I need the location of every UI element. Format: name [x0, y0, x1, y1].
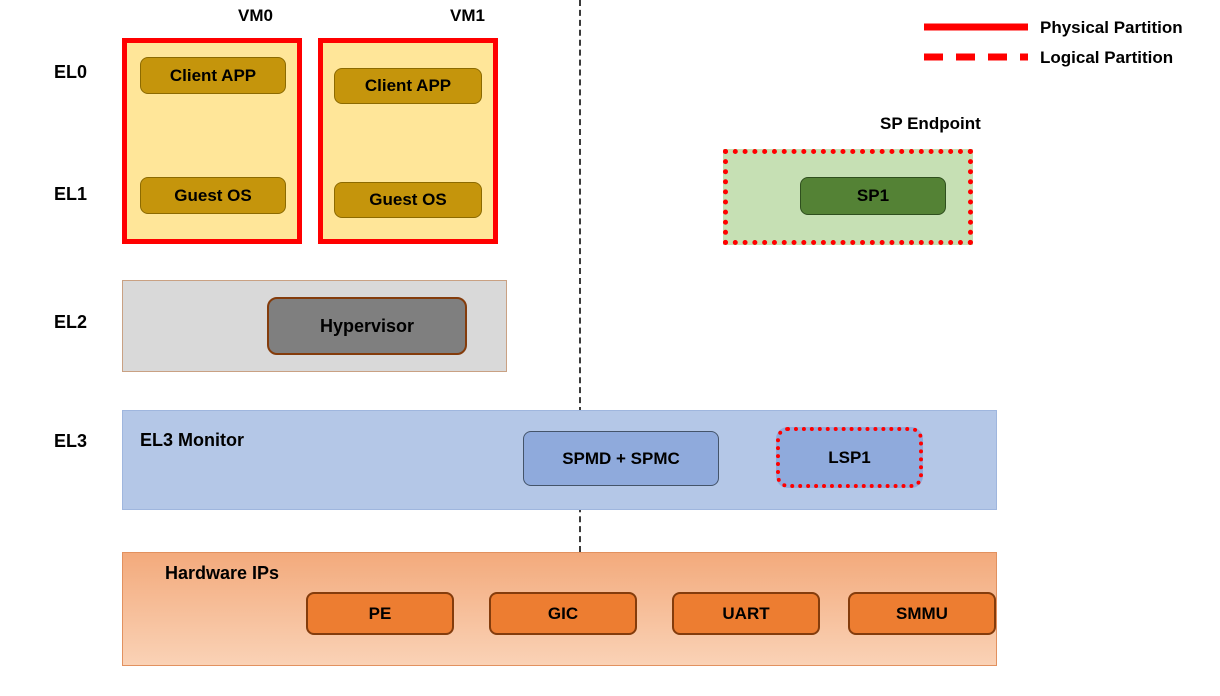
- el0-label: EL0: [54, 62, 88, 82]
- hardware-ips-label: Hardware IPs: [165, 563, 280, 583]
- el2-label: EL2: [54, 312, 88, 332]
- el3-monitor-label: EL3 Monitor: [140, 430, 244, 450]
- el1-label: EL1: [54, 184, 88, 204]
- vm0-client-app-box: Client APP: [140, 57, 286, 94]
- hardware-chip-gic: GIC: [489, 592, 637, 635]
- el3-label: EL3: [54, 431, 88, 451]
- sp1-box: SP1: [800, 177, 946, 215]
- vm1-title: VM1: [450, 6, 485, 25]
- vm0-title: VM0: [238, 6, 273, 25]
- vm1-guest-os-box: Guest OS: [334, 182, 482, 218]
- legend-physical-partition-line: [924, 23, 1028, 31]
- physical-partition-divider-line: [579, 0, 581, 552]
- hardware-chip-smmu: SMMU: [848, 592, 996, 635]
- legend-logical-partition-line: [924, 53, 1028, 61]
- vm1-client-app-box: Client APP: [334, 68, 482, 104]
- vm0-guest-os-box: Guest OS: [140, 177, 286, 214]
- hardware-chip-uart: UART: [672, 592, 820, 635]
- legend-physical-partition-label: Physical Partition: [1040, 18, 1183, 37]
- sp-endpoint-title: SP Endpoint: [880, 114, 981, 133]
- lsp1-box: LSP1: [776, 427, 923, 488]
- spmd-spmc-box: SPMD + SPMC: [523, 431, 719, 486]
- hypervisor-box: Hypervisor: [267, 297, 467, 355]
- legend-logical-partition-label: Logical Partition: [1040, 48, 1174, 67]
- hardware-chip-pe: PE: [306, 592, 454, 635]
